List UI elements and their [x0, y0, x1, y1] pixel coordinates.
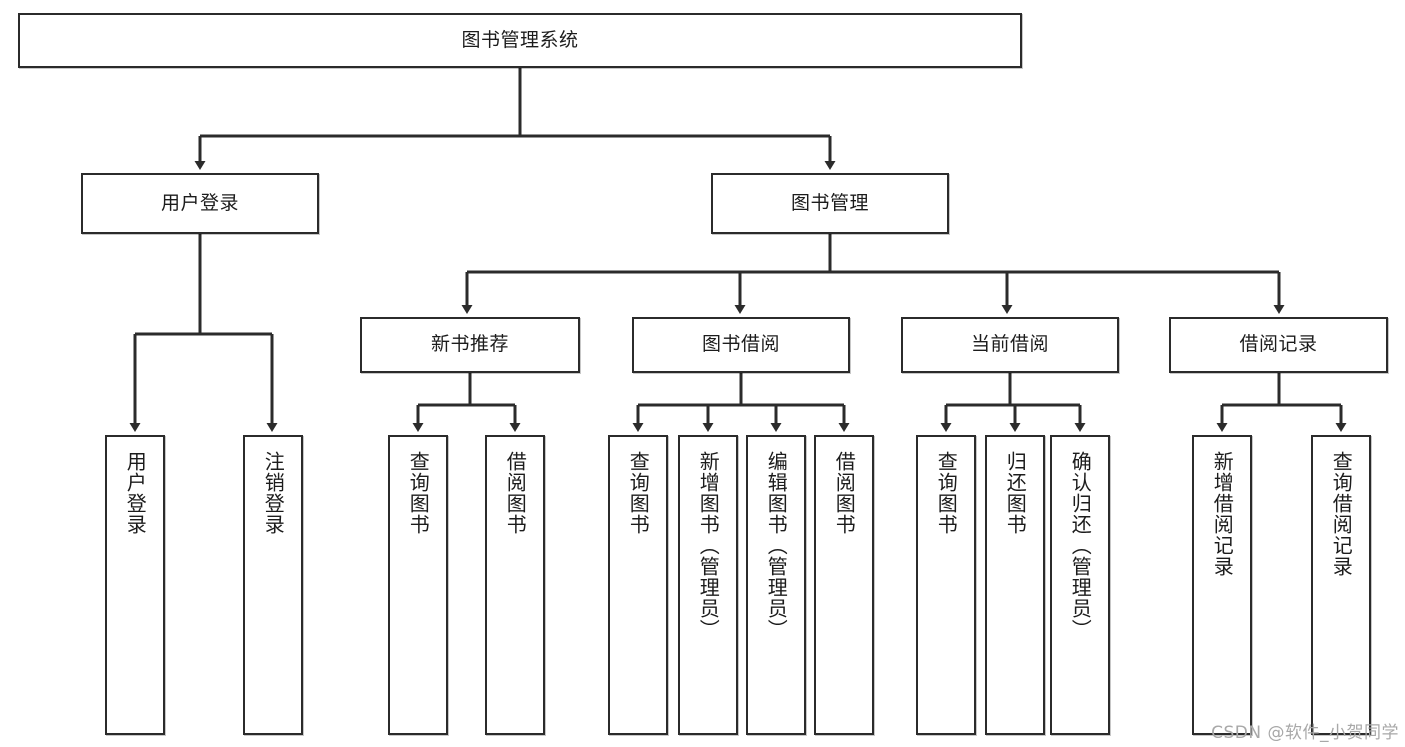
- leaf-borrow-book-recommendation-label: 借阅图书: [503, 451, 528, 535]
- node-root[interactable]: 图书管理系统: [18, 13, 1022, 68]
- node-user-login-label: 用户登录: [160, 191, 239, 214]
- leaf-query-borrowing-record[interactable]: 查询借阅记录: [1311, 435, 1371, 735]
- node-book-borrowing[interactable]: 图书借阅: [632, 317, 850, 373]
- leaf-query-book-recommendation-label: 查询图书: [406, 451, 431, 535]
- leaf-query-borrowing-record-label: 查询借阅记录: [1329, 451, 1354, 577]
- leaf-user-login[interactable]: 用户登录: [105, 435, 165, 735]
- leaf-add-borrowing-record[interactable]: 新增借阅记录: [1192, 435, 1252, 735]
- node-new-book-recommendation[interactable]: 新书推荐: [360, 317, 580, 373]
- node-user-login[interactable]: 用户登录: [81, 173, 319, 234]
- leaf-edit-book[interactable]: 编辑图书（管理员）: [746, 435, 806, 735]
- node-book-management[interactable]: 图书管理: [711, 173, 949, 234]
- leaf-edit-book-label: 编辑图书（管理员）: [764, 451, 789, 640]
- node-current-borrowing-label: 当前借阅: [970, 333, 1049, 356]
- leaf-logout-label: 注销登录: [261, 451, 286, 535]
- leaf-borrow-book-recommendation[interactable]: 借阅图书: [485, 435, 545, 735]
- leaf-query-book-recommendation[interactable]: 查询图书: [388, 435, 448, 735]
- leaf-borrow-book[interactable]: 借阅图书: [814, 435, 874, 735]
- leaf-user-login-label: 用户登录: [123, 451, 148, 535]
- node-borrowing-records[interactable]: 借阅记录: [1169, 317, 1388, 373]
- node-root-label: 图书管理系统: [461, 28, 579, 51]
- leaf-query-book-borrowing-label: 查询图书: [626, 451, 651, 535]
- node-book-management-label: 图书管理: [790, 191, 869, 214]
- leaf-query-book-borrowing[interactable]: 查询图书: [608, 435, 668, 735]
- leaf-return-book-label: 归还图书: [1003, 451, 1028, 535]
- leaf-confirm-return-label: 确认归还（管理员）: [1068, 451, 1093, 640]
- leaf-return-book[interactable]: 归还图书: [985, 435, 1045, 735]
- node-book-borrowing-label: 图书借阅: [701, 333, 780, 356]
- leaf-add-book-label: 新增图书（管理员）: [696, 451, 721, 640]
- node-new-book-recommendation-label: 新书推荐: [430, 333, 509, 356]
- node-borrowing-records-label: 借阅记录: [1239, 333, 1318, 356]
- leaf-borrow-book-label: 借阅图书: [832, 451, 857, 535]
- leaf-confirm-return[interactable]: 确认归还（管理员）: [1050, 435, 1110, 735]
- leaf-add-borrowing-record-label: 新增借阅记录: [1210, 451, 1235, 577]
- leaf-query-book-current-label: 查询图书: [934, 451, 959, 535]
- leaf-add-book[interactable]: 新增图书（管理员）: [678, 435, 738, 735]
- leaf-query-book-current[interactable]: 查询图书: [916, 435, 976, 735]
- leaf-logout[interactable]: 注销登录: [243, 435, 303, 735]
- node-current-borrowing[interactable]: 当前借阅: [901, 317, 1119, 373]
